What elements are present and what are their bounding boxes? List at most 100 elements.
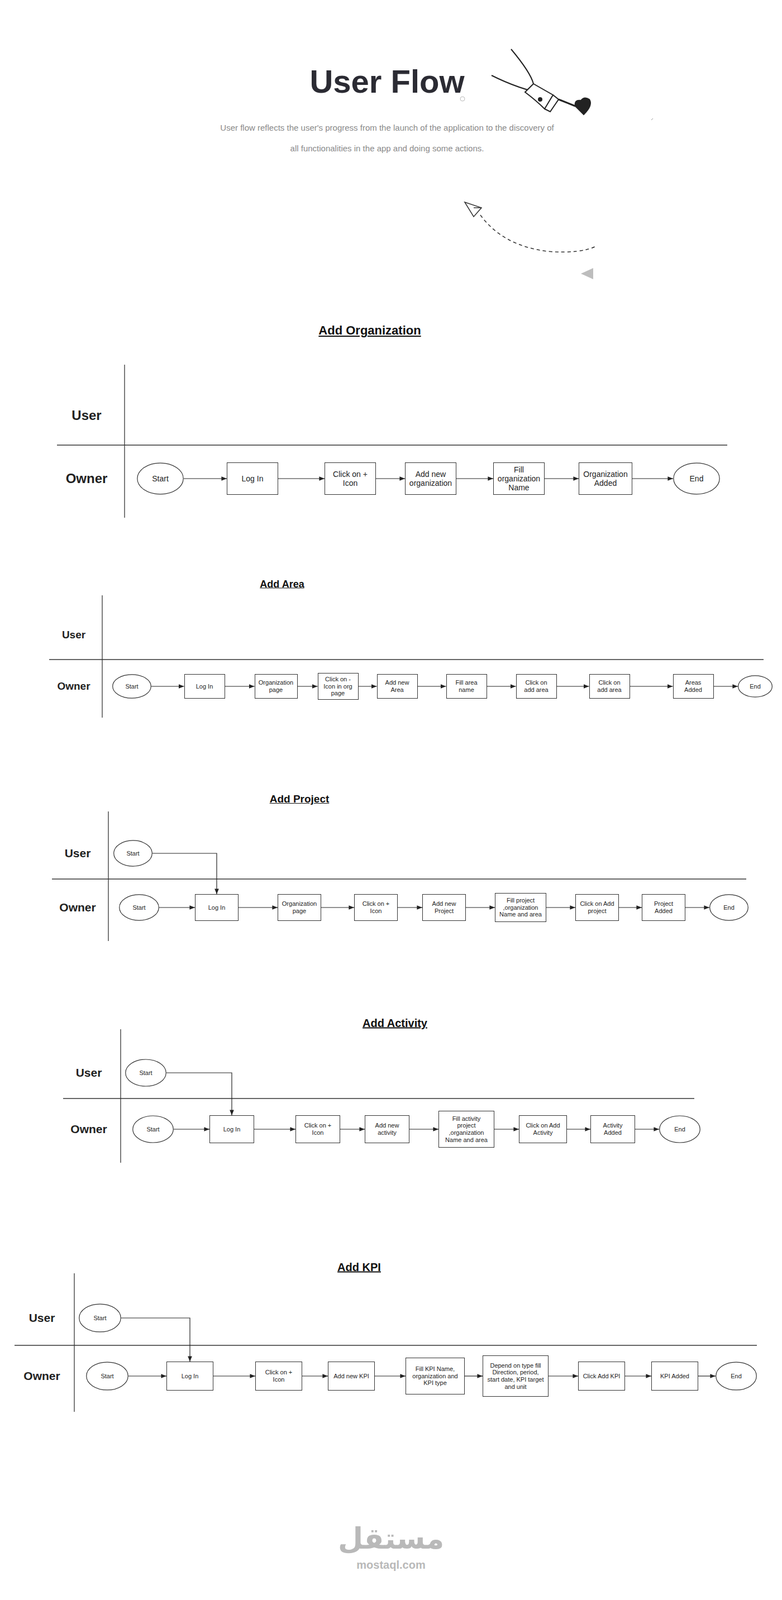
terminal-ellipse: Start [86, 1361, 129, 1391]
watermark: مستقل [337, 1522, 445, 1556]
section-heading: Add Organization [318, 323, 421, 338]
node-text: Add new activity [368, 1122, 406, 1137]
flow-arrow [213, 1375, 256, 1377]
process-box: Fill activity project ,organization Name… [438, 1110, 495, 1148]
node-text: Add new Project [426, 900, 462, 915]
flow-arrow [464, 1375, 483, 1377]
flow-arrow [566, 1128, 591, 1130]
node-text: End [723, 904, 735, 912]
lane-label: Owner [23, 1369, 60, 1384]
process-box: Log In [226, 462, 279, 495]
lane-label: Owner [70, 1122, 107, 1137]
lane-label: User [64, 846, 92, 861]
process-box: Log In [209, 1115, 255, 1144]
node-text: KPI Added [660, 1372, 690, 1381]
process-box: Click on + Icon [354, 894, 398, 922]
lane-label: User [71, 407, 102, 424]
process-box: Add new activity [364, 1115, 410, 1144]
terminal-ellipse: Start [136, 462, 184, 495]
process-box: Click on + Icon [295, 1115, 341, 1144]
flow-arrow [173, 1128, 210, 1130]
flow-arrow [625, 1375, 652, 1377]
node-text: Click on - Icon in org page [321, 675, 355, 698]
flow-arrow [630, 685, 674, 687]
node-text: Fill project ,organization Name and area [498, 897, 543, 919]
flow-arrow [618, 907, 642, 908]
node-text: Start [139, 1069, 152, 1077]
flow-arrow [556, 685, 590, 687]
node-text: Click on + Icon [299, 1122, 337, 1137]
flow-arrow [159, 907, 195, 908]
flow-arrow [546, 907, 576, 908]
node-text: Activity Added [594, 1122, 632, 1137]
flow-arrow [417, 685, 447, 687]
terminal-ellipse: Start [112, 674, 152, 699]
node-text: Start [100, 1372, 114, 1381]
node-text: Organization Added [582, 469, 629, 488]
process-box: Add new Area [377, 674, 418, 699]
node-text: Start [125, 683, 138, 691]
process-box: Organization page [277, 894, 322, 922]
flow-arrow [151, 685, 185, 687]
terminal-ellipse: Start [113, 840, 153, 867]
process-box: Add new organization [404, 462, 457, 495]
process-box: Organization Added [578, 462, 633, 495]
section-heading: Add KPI [337, 1261, 381, 1275]
node-text: Add new Area [380, 679, 414, 694]
process-box: Fill KPI Name, organization and KPI type [405, 1357, 465, 1395]
lane-lines [14, 364, 764, 1413]
flow-arrow [166, 1073, 232, 1116]
node-text: Add new organization [408, 469, 453, 488]
process-box: KPI Added [651, 1361, 699, 1391]
page-title: User Flow [223, 62, 551, 100]
node-text: Add new KPI [333, 1372, 370, 1381]
node-text: Fill organization Name [497, 465, 541, 493]
process-box: Fill project ,organization Name and area [494, 893, 547, 923]
node-text: Organization page [258, 679, 294, 694]
process-box: Click on Add Activity [518, 1115, 567, 1144]
process-box: Project Added [641, 894, 686, 922]
flow-arrow [152, 853, 217, 895]
terminal-ellipse: Start [118, 894, 160, 922]
process-box: Fill organization Name [493, 462, 545, 495]
process-box: Add new KPI [327, 1361, 375, 1391]
section-heading: Add Activity [362, 1017, 428, 1031]
section-heading: Add Project [269, 793, 330, 806]
flow-arrow [302, 1375, 328, 1377]
process-box: Click on add area [516, 674, 557, 699]
lane-label: User [29, 1311, 56, 1325]
node-text: Fill KPI Name, organization and KPI type [409, 1365, 461, 1387]
paper-plane [464, 202, 598, 280]
node-text: Click on Add Activity [522, 1122, 564, 1137]
node-text: Click on + Icon [358, 900, 394, 915]
node-text: End [674, 1126, 686, 1134]
process-box: Activity Added [590, 1115, 636, 1144]
terminal-ellipse: End [673, 462, 720, 495]
lane-label: User [75, 1066, 103, 1080]
node-text: Depend on type fill Direction, period, s… [486, 1362, 545, 1391]
flow-arrow [635, 1128, 660, 1130]
page-caption: User flow reflects the user's progress f… [215, 117, 560, 159]
node-text: Start [146, 1126, 160, 1134]
process-box: Areas Added [673, 674, 714, 699]
node-text: Log In [208, 904, 226, 912]
flow-arrow [278, 478, 325, 479]
node-text: Click on + Icon [259, 1369, 299, 1384]
flow-arrow [397, 907, 423, 908]
terminal-ellipse: End [709, 894, 749, 922]
flow-arrow [544, 478, 579, 479]
terminal-ellipse: Start [132, 1115, 174, 1144]
process-box: Log In [184, 674, 226, 699]
terminal-ellipse: Start [78, 1303, 122, 1333]
node-text: Fill activity project ,organization Name… [442, 1115, 491, 1144]
flow-arrow [487, 685, 517, 687]
flow-arrow [321, 907, 355, 908]
process-box: Log In [194, 894, 239, 922]
process-box: Click on Add project [575, 894, 619, 922]
node-text: Log In [241, 474, 264, 484]
node-text: Log In [196, 683, 214, 691]
flow-arrow [409, 1128, 439, 1130]
flow-arrow [183, 478, 227, 479]
lane-label: User [62, 628, 86, 642]
